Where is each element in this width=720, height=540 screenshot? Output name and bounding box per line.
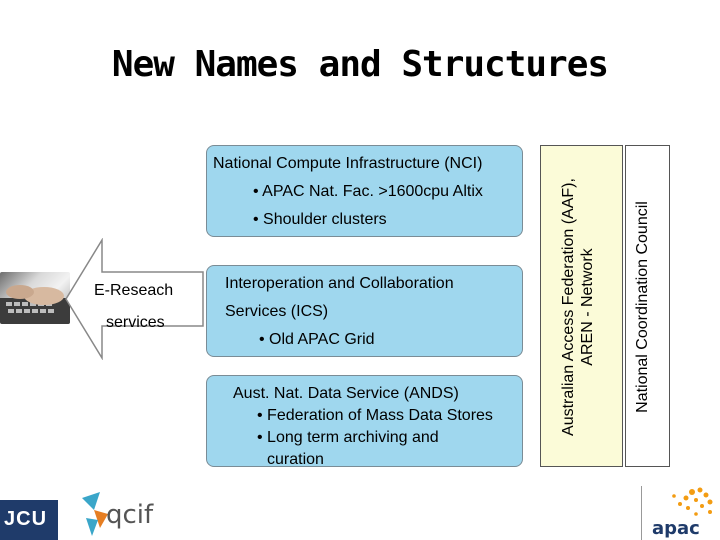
divider	[641, 486, 642, 540]
aaf-label-line2: AREN - Network	[579, 248, 597, 366]
nci-heading: National Compute Infrastructure (NCI)	[213, 155, 483, 172]
arrow-label-line1: E-Reseach	[94, 282, 174, 299]
ics-heading-line1: Interoperation and Collaboration	[225, 275, 454, 292]
apac-logo: apac	[640, 486, 720, 540]
ics-heading-line2: Services (ICS)	[225, 303, 329, 320]
ics-bullet: • Old APAC Grid	[259, 331, 375, 348]
ncc-band: National Coordination Council	[625, 145, 670, 467]
aaf-label: Australian Access Federation (AAF), AREN…	[559, 146, 603, 468]
e-research-arrow: E-Reseach services	[64, 237, 204, 361]
ands-heading: Aust. Nat. Data Service (ANDS)	[233, 385, 459, 402]
aaf-label-line1: Australian Access Federation (AAF),	[560, 178, 577, 436]
qcif-logo: qcif	[78, 488, 158, 540]
arrow-label-line2: services	[106, 314, 165, 331]
ics-box: Interoperation and Collaboration Service…	[206, 265, 523, 357]
ands-bullet: • Federation of Mass Data Stores	[257, 407, 493, 424]
keyboard-photo	[0, 272, 70, 324]
qcif-logo-text: qcif	[106, 500, 154, 530]
jcu-logo-text: JCU	[4, 508, 48, 530]
ands-bullet: • Long term archiving and	[257, 429, 439, 446]
aaf-band: Australian Access Federation (AAF), AREN…	[540, 145, 623, 467]
jcu-logo: JCU	[0, 500, 58, 540]
nci-bullet: • APAC Nat. Fac. >1600cpu Altix	[253, 183, 483, 200]
ands-bullet: curation	[267, 451, 324, 468]
nci-box: National Compute Infrastructure (NCI) • …	[206, 145, 523, 237]
ncc-label: National Coordination Council	[634, 201, 651, 413]
slide-title: New Names and Structures	[111, 44, 609, 85]
apac-logo-text: apac	[652, 518, 700, 539]
nci-bullet: • Shoulder clusters	[253, 211, 387, 228]
ands-box: Aust. Nat. Data Service (ANDS) • Federat…	[206, 375, 523, 468]
